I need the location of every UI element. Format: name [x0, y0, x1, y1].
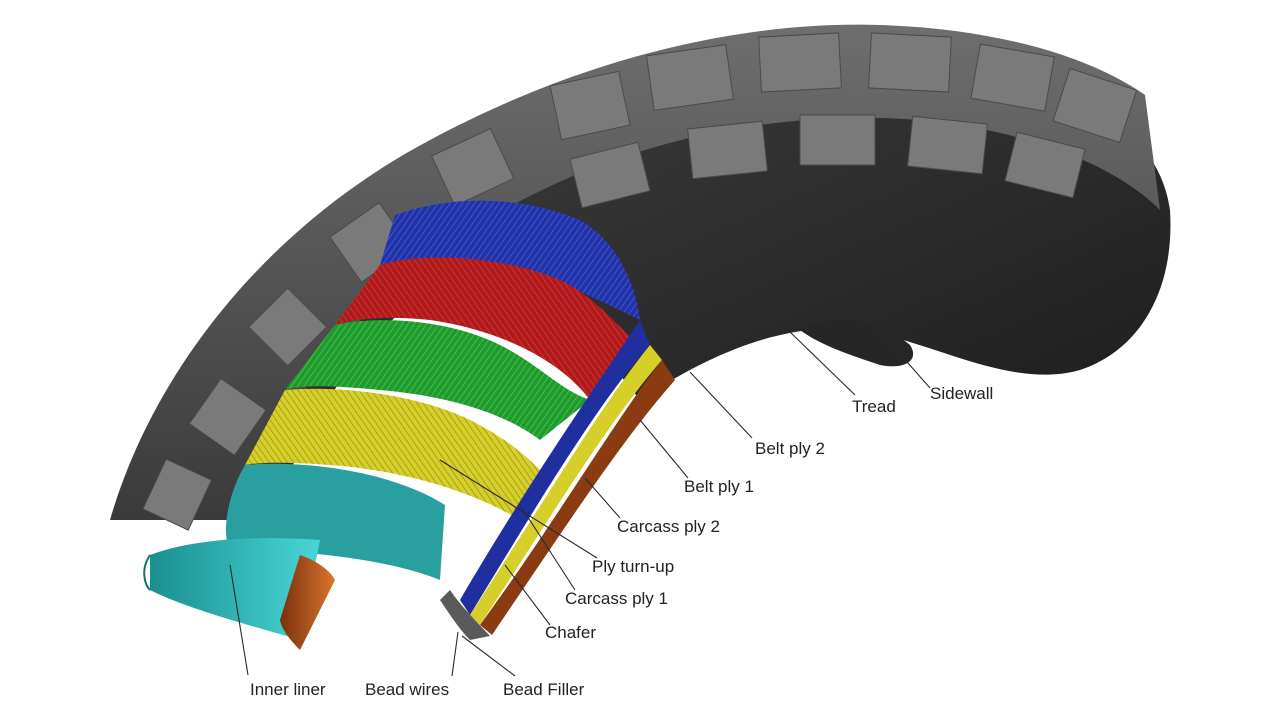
label-belt-ply-2: Belt ply 2: [755, 439, 825, 458]
label-bead-filler: Bead Filler: [503, 680, 585, 699]
ply-turn-up-layer: [245, 388, 540, 520]
label-sidewall: Sidewall: [930, 384, 993, 403]
belt-ply-2-layer: [380, 200, 640, 320]
bead-layer: [280, 555, 490, 650]
carcass-ply-2-layer: [285, 320, 590, 440]
inner-liner-layer: [143, 538, 320, 640]
label-inner-liner: Inner liner: [250, 680, 326, 699]
leader-chafer: [504, 564, 551, 626]
leader-belt-ply-2: [689, 371, 753, 439]
leader-bead-wires: [451, 631, 459, 677]
belt-ply-1-layer: [335, 257, 635, 400]
leader-ply-turn-up: [439, 459, 598, 559]
leader-belt-ply-1: [639, 419, 689, 479]
label-ply-turn-up: Ply turn-up: [592, 557, 674, 576]
label-bead-wires: Bead wires: [365, 680, 449, 699]
leader-sidewall: [869, 319, 931, 389]
leader-lines: [229, 319, 931, 677]
label-carcass-ply-2: Carcass ply 2: [617, 517, 720, 536]
label-chafer: Chafer: [545, 623, 596, 642]
leader-carcass-ply-2: [584, 477, 621, 519]
leader-inner-liner: [229, 564, 249, 676]
leader-bead-filler: [461, 635, 516, 677]
label-carcass-ply-1: Carcass ply 1: [565, 589, 668, 608]
label-tread: Tread: [852, 397, 896, 416]
leader-tread: [789, 331, 856, 396]
cutaway-layers: [225, 200, 675, 635]
callout-labels: Sidewall Tread Belt ply 2 Belt ply 1 Car…: [250, 384, 993, 699]
tire-tread: [110, 24, 1160, 531]
leader-carcass-ply-1: [519, 504, 576, 591]
label-belt-ply-1: Belt ply 1: [684, 477, 754, 496]
